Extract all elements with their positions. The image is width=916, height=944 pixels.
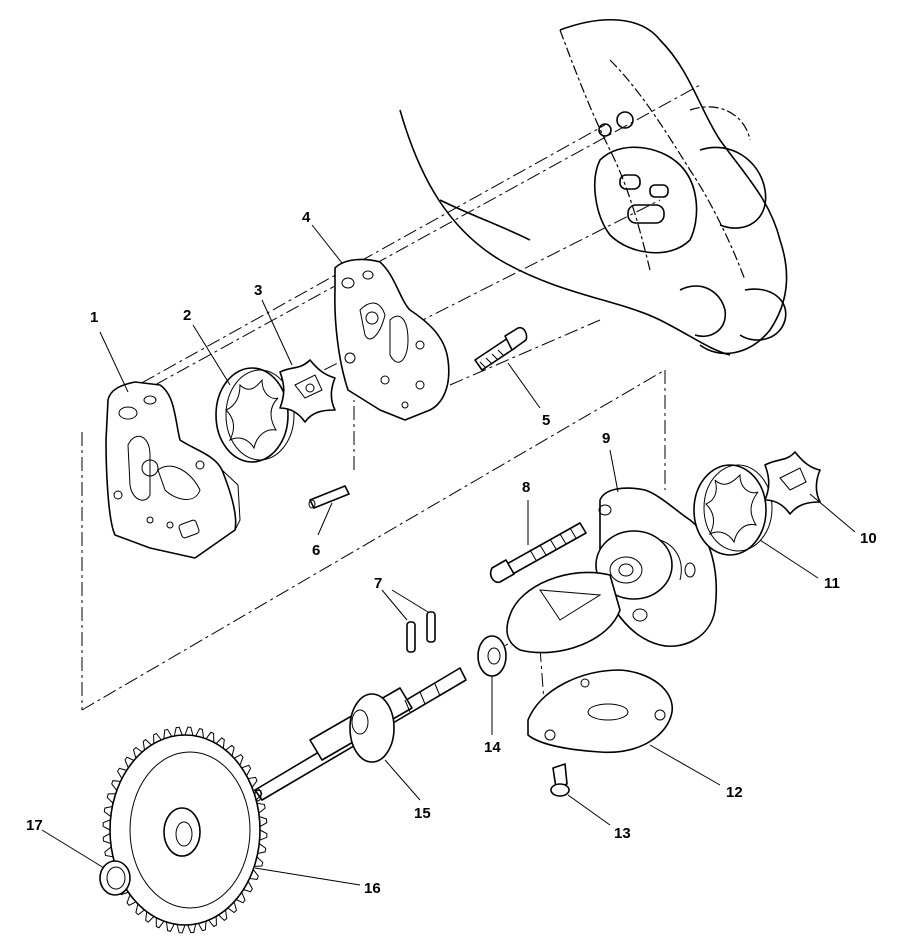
part-14-washer	[477, 635, 507, 677]
callout-labels: 1 2 3 4 5 6 7 8 9 10 11 12 13 14 15 16 1…	[26, 209, 877, 897]
gear-teeth	[102, 726, 268, 934]
part-12-base-plate	[527, 669, 673, 754]
part-17-ring	[99, 860, 131, 896]
callout-14: 14	[484, 739, 501, 756]
callout-4: 4	[302, 209, 311, 226]
callout-5: 5	[542, 412, 550, 429]
part-3-inner-rotor	[279, 359, 336, 423]
part-9-pump-housing	[595, 487, 718, 647]
part-13-small-screw	[550, 763, 570, 797]
callout-6: 6	[312, 542, 320, 559]
part-11-outer-rotor	[693, 464, 773, 556]
part-plate-upper	[506, 571, 621, 654]
callout-10: 10	[860, 530, 877, 547]
callout-17: 17	[26, 817, 43, 834]
part-5-screw	[474, 326, 528, 371]
leader-lines	[41, 224, 856, 886]
part-16-gear	[102, 726, 268, 934]
callout-12: 12	[726, 784, 743, 801]
callout-13: 13	[614, 825, 631, 842]
callout-9: 9	[602, 430, 610, 447]
callout-15: 15	[414, 805, 431, 822]
part-10-inner-rotor	[764, 451, 821, 515]
callout-1: 1	[90, 309, 98, 326]
part-1-pump-body	[105, 381, 241, 559]
callout-7: 7	[374, 575, 382, 592]
part-7-pins	[406, 611, 436, 653]
part-4-cover-plate	[334, 258, 450, 421]
part-6-dowel-pin	[308, 485, 350, 509]
crankcase-casting	[399, 18, 788, 356]
callout-8: 8	[522, 479, 530, 496]
callout-16: 16	[364, 880, 381, 897]
part-2-outer-rotor	[215, 367, 295, 463]
callout-2: 2	[183, 307, 191, 324]
callout-3: 3	[254, 282, 262, 299]
part-8-bolt	[489, 522, 587, 584]
callout-11: 11	[824, 575, 840, 592]
part-15-shaft	[254, 667, 467, 802]
